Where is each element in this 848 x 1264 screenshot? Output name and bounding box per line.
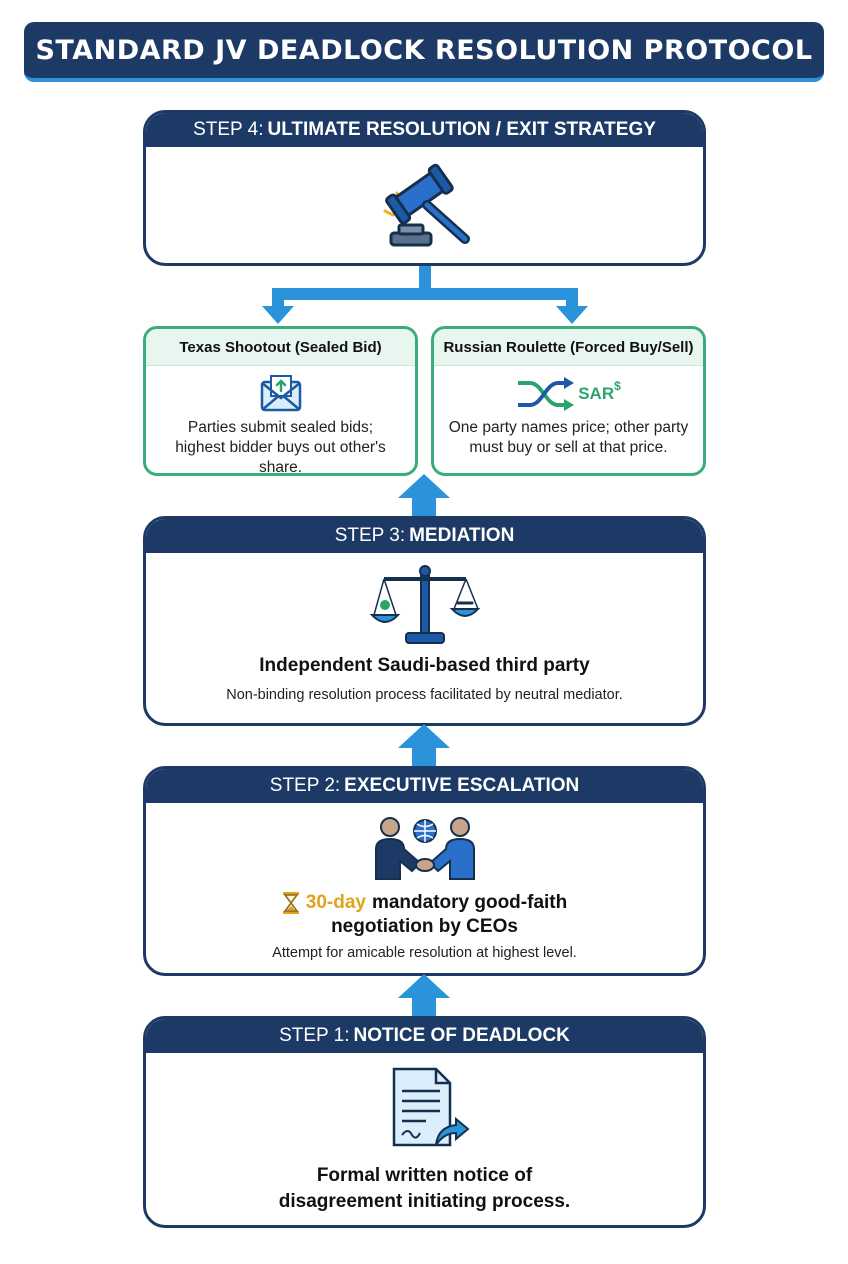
step-2-highlight: 30-day	[305, 892, 366, 913]
arrow-step2-to-3	[398, 724, 450, 768]
arrow-step3-to-4	[398, 474, 450, 520]
step-2-title: EXECUTIVE ESCALATION	[344, 775, 580, 796]
step-1-body: Formal written notice of disagreement in…	[146, 1053, 703, 1215]
gavel-icon	[383, 163, 470, 247]
currency-sign: $	[614, 379, 621, 393]
step-4-title: ULTIMATE RESOLUTION / EXIT STRATEGY	[267, 119, 656, 140]
step-1-prefix: STEP 1:	[279, 1025, 350, 1046]
step-2-main-line-2: negotiation by CEOs	[331, 916, 518, 937]
option-texas-body: Parties submit sealed bids; highest bidd…	[146, 366, 415, 476]
step-2-header: STEP 2: EXECUTIVE ESCALATION	[146, 769, 703, 803]
step-2-prefix: STEP 2:	[269, 775, 341, 796]
step-2-card: STEP 2: EXECUTIVE ESCALATION 30-day mand…	[143, 766, 706, 976]
step-1-main-line-1: Formal written notice of	[316, 1165, 533, 1186]
option-texas-text: Parties submit sealed bids; highest bidd…	[175, 419, 386, 476]
handshake-globe-icon	[374, 817, 475, 880]
hourglass-icon	[282, 892, 299, 914]
step-3-header: STEP 3: MEDIATION	[146, 519, 703, 553]
shuffle-sar-group: SAR $	[516, 374, 621, 414]
step-4-card: STEP 4: ULTIMATE RESOLUTION / EXIT STRAT…	[143, 110, 706, 266]
step-4-body	[146, 147, 703, 263]
step-1-title: NOTICE OF DEADLOCK	[353, 1025, 570, 1046]
step-2-main: 30-day mandatory good-faith negotiation …	[282, 891, 567, 939]
step-3-sub: Non-binding resolution process facilitat…	[226, 687, 623, 703]
step-4-header: STEP 4: ULTIMATE RESOLUTION / EXIT STRAT…	[146, 113, 703, 147]
option-russian-text: One party names price; other party must …	[448, 419, 689, 456]
step-4-prefix: STEP 4:	[193, 119, 264, 140]
option-russian-body: SAR $ One party names price; other party…	[434, 366, 703, 458]
option-russian-roulette: Russian Roulette (Forced Buy/Sell) SAR $…	[431, 326, 706, 476]
split-arrows	[262, 266, 588, 324]
option-texas-title: Texas Shootout (Sealed Bid)	[146, 329, 415, 366]
option-russian-title: Russian Roulette (Forced Buy/Sell)	[434, 329, 703, 366]
step-1-main: Formal written notice of disagreement in…	[279, 1163, 570, 1215]
shuffle-icon	[518, 377, 575, 411]
step-3-main: Independent Saudi-based third party	[259, 655, 590, 676]
sar-label: SAR	[578, 384, 615, 403]
option-texas-shootout: Texas Shootout (Sealed Bid) Parties subm…	[143, 326, 418, 476]
sealed-envelope-icon	[260, 375, 301, 412]
step-2-sub: Attempt for amicable resolution at highe…	[272, 945, 577, 961]
step-3-prefix: STEP 3:	[334, 525, 406, 546]
balance-scale-icon	[369, 565, 480, 644]
step-2-body: 30-day mandatory good-faith negotiation …	[146, 803, 703, 961]
title-banner: STANDARD JV DEADLOCK RESOLUTION PROTOCOL	[24, 22, 824, 82]
arrow-step1-to-2	[398, 974, 450, 1018]
step-3-title: MEDIATION	[409, 525, 515, 546]
page-title: STANDARD JV DEADLOCK RESOLUTION PROTOCOL	[35, 34, 813, 66]
step-1-card: STEP 1: NOTICE OF DEADLOCK Formal writte…	[143, 1016, 706, 1228]
step-3-card: STEP 3: MEDIATION Independent Saudi-base…	[143, 516, 706, 726]
step-1-main-line-2: disagreement initiating process.	[278, 1191, 571, 1212]
step-1-header: STEP 1: NOTICE OF DEADLOCK	[146, 1019, 703, 1053]
step-2-main-rest: mandatory good-faith	[371, 892, 568, 913]
document-send-icon	[392, 1067, 470, 1147]
step-3-body: Independent Saudi-based third party Non-…	[146, 553, 703, 703]
